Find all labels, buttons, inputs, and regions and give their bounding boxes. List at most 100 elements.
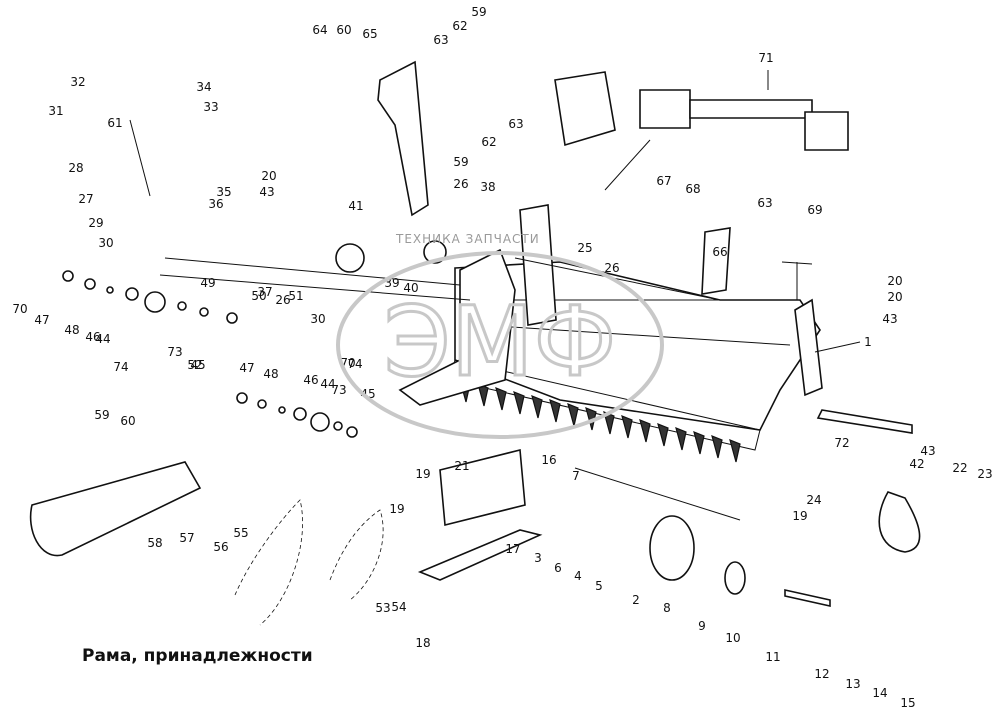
gearbox	[554, 71, 616, 147]
callout-label: 47	[34, 313, 49, 327]
callout-label: 10	[725, 631, 740, 645]
callout-label: 17	[505, 542, 520, 556]
callout-label: 35	[216, 185, 231, 199]
callout-label: 59	[471, 5, 486, 19]
callout-label: 47	[239, 361, 254, 375]
callout-label: 43	[882, 312, 897, 326]
sprocket-44b	[310, 412, 330, 432]
callout-label: 6	[554, 561, 562, 575]
callout-label: 32	[70, 75, 85, 89]
callout-label: 19	[792, 509, 807, 523]
callout-label: 41	[348, 199, 363, 213]
callout-label: 1	[864, 335, 872, 349]
watermark-logo: ЭМФ	[336, 251, 664, 439]
callout-label: 53	[375, 601, 390, 615]
axle-11	[784, 589, 831, 607]
callout-label: 60	[120, 414, 135, 428]
callout-label: 4	[574, 569, 582, 583]
callout-label: 25	[577, 241, 592, 255]
callout-label: 68	[685, 182, 700, 196]
callout-label: 55	[233, 526, 248, 540]
callout-label: 48	[263, 367, 278, 381]
callout-label: 62	[481, 135, 496, 149]
upright-post-right	[701, 227, 731, 295]
callout-label: 24	[806, 493, 821, 507]
callout-label: 52	[187, 358, 202, 372]
callout-label: 51	[288, 289, 303, 303]
frame-rail-2	[479, 324, 791, 346]
callout-label: 54	[391, 600, 406, 614]
callout-label: 46	[85, 330, 100, 344]
callout-label: 74	[113, 360, 128, 374]
callout-label: 56	[213, 540, 228, 554]
callout-label: 20	[887, 274, 902, 288]
callout-label: 73	[331, 383, 346, 397]
leader-lines	[159, 70, 861, 521]
callout-label: 44	[95, 332, 110, 346]
rod-28	[129, 119, 151, 197]
watermark-text: ТЕХНИКА ЗАПЧАСТИ	[396, 232, 540, 246]
callout-label: 20	[261, 169, 276, 183]
callout-label: 62	[452, 19, 467, 33]
callout-label: 19	[389, 502, 404, 516]
callout-label: 12	[814, 667, 829, 681]
callout-label: 60	[336, 23, 351, 37]
callout-label: 27	[78, 192, 93, 206]
callout-label: 36	[208, 197, 223, 211]
callout-label: 16	[541, 453, 556, 467]
callout-label: 15	[900, 696, 915, 710]
hardware-row-1	[62, 270, 238, 324]
callout-label: 22	[952, 461, 967, 475]
callout-label: 70	[12, 302, 27, 316]
strap-22	[878, 491, 921, 553]
callout-label: 63	[508, 117, 523, 131]
lever-handle	[781, 261, 813, 300]
callout-label: 73	[167, 345, 182, 359]
callout-label: 67	[656, 174, 671, 188]
callout-label: 13	[845, 677, 860, 691]
callout-label: 37	[257, 285, 272, 299]
callout-label: 59	[94, 408, 109, 422]
callout-label: 21	[454, 459, 469, 473]
callout-label: 31	[48, 104, 63, 118]
callout-label: 34	[196, 80, 211, 94]
callout-label: 48	[64, 323, 79, 337]
callout-label: 49	[200, 276, 215, 290]
callout-label: 28	[68, 161, 83, 175]
sprocket-39	[335, 243, 365, 273]
disc-9	[724, 561, 746, 595]
callout-label: 65	[362, 27, 377, 41]
chain-53	[329, 509, 384, 601]
parts-drawing	[29, 60, 921, 626]
lever-arm	[794, 298, 823, 397]
callout-label: 2	[632, 593, 640, 607]
callout-label: 11	[765, 650, 780, 664]
callout-label: 9	[698, 619, 706, 633]
callout-label: 43	[259, 185, 274, 199]
chain-guard-58	[29, 461, 202, 557]
wheel-2	[649, 515, 695, 581]
callout-label: 71	[758, 51, 773, 65]
callout-label: 20	[887, 290, 902, 304]
callout-label: 26	[275, 293, 290, 307]
callout-label: 42	[909, 457, 924, 471]
pto-shaft	[639, 89, 849, 151]
callout-label: 61	[107, 116, 122, 130]
callout-label: 30	[98, 236, 113, 250]
callout-label: 50	[251, 289, 266, 303]
callout-label: 26	[604, 261, 619, 275]
callout-label: 8	[663, 601, 671, 615]
callout-label: 3	[534, 551, 542, 565]
callout-label: 23	[977, 467, 992, 481]
callout-label: 26	[453, 177, 468, 191]
callout-label: 58	[147, 536, 162, 550]
callout-label: 14	[872, 686, 887, 700]
callout-labels: 1234567891011121314151617181919192020202…	[12, 5, 992, 710]
callout-label: 29	[88, 216, 103, 230]
callout-label: 44	[320, 377, 335, 391]
callout-label: 74	[347, 357, 362, 371]
callout-label: 64	[312, 23, 327, 37]
callout-label: 43	[920, 444, 935, 458]
left-side-plate	[398, 248, 516, 406]
